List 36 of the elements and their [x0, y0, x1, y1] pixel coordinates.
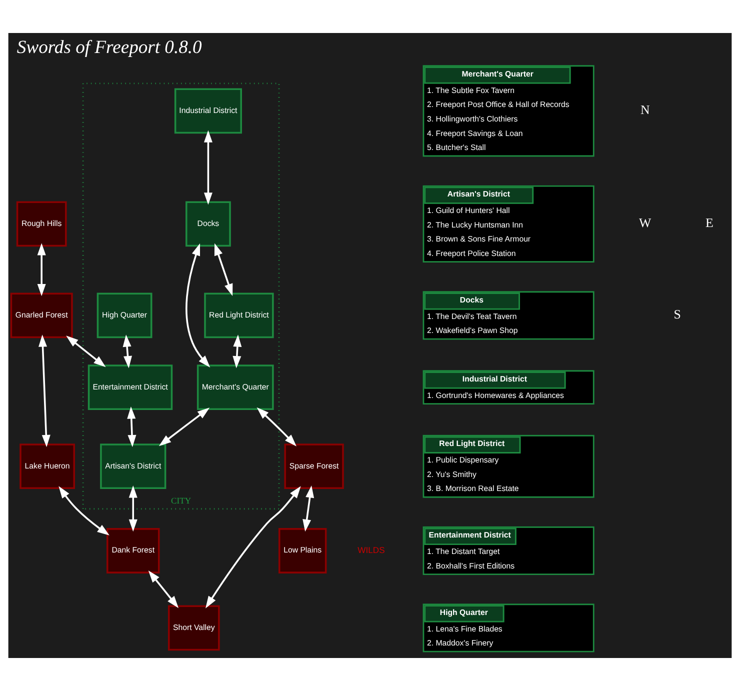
node-box: Entertainment District [88, 364, 173, 410]
label: S [674, 308, 681, 322]
node-box: Lake Hueron [20, 444, 76, 490]
node-box: Red Light District [204, 292, 274, 338]
arrow [148, 570, 179, 608]
arrow [127, 406, 136, 448]
node-box: Industrial District [174, 88, 242, 134]
arrow [37, 243, 46, 296]
label: WILDS [358, 544, 385, 555]
arrow [128, 486, 138, 532]
label: W [639, 216, 652, 230]
node-box: Sparse Forest [284, 444, 344, 490]
label: N [640, 103, 650, 118]
arrow [58, 486, 110, 536]
arrow [204, 130, 212, 205]
arrow [214, 243, 233, 296]
arrow [186, 243, 210, 368]
arrow [38, 334, 50, 448]
arrow [66, 336, 106, 368]
node-box: Artisan's District [100, 444, 166, 490]
node-box: Short Valley [168, 605, 220, 651]
arrow [232, 334, 242, 368]
node-box: Low Plains [278, 528, 327, 574]
node-box: Merchant's Quarter [196, 364, 274, 410]
diagram-title: Swords of Freeport 0.8.0 [16, 36, 202, 58]
arrow [256, 407, 296, 446]
node-box: High Quarter [96, 292, 152, 338]
node-box: Docks [186, 201, 231, 247]
arrow [158, 408, 210, 446]
arrow [206, 486, 301, 608]
node-box: Dank Forest [106, 528, 160, 574]
node-box: Gnarled Forest [10, 292, 73, 338]
arrow [302, 486, 314, 532]
arrow [122, 334, 132, 368]
node-box: Rough Hills [16, 201, 67, 247]
label: E [706, 216, 714, 230]
